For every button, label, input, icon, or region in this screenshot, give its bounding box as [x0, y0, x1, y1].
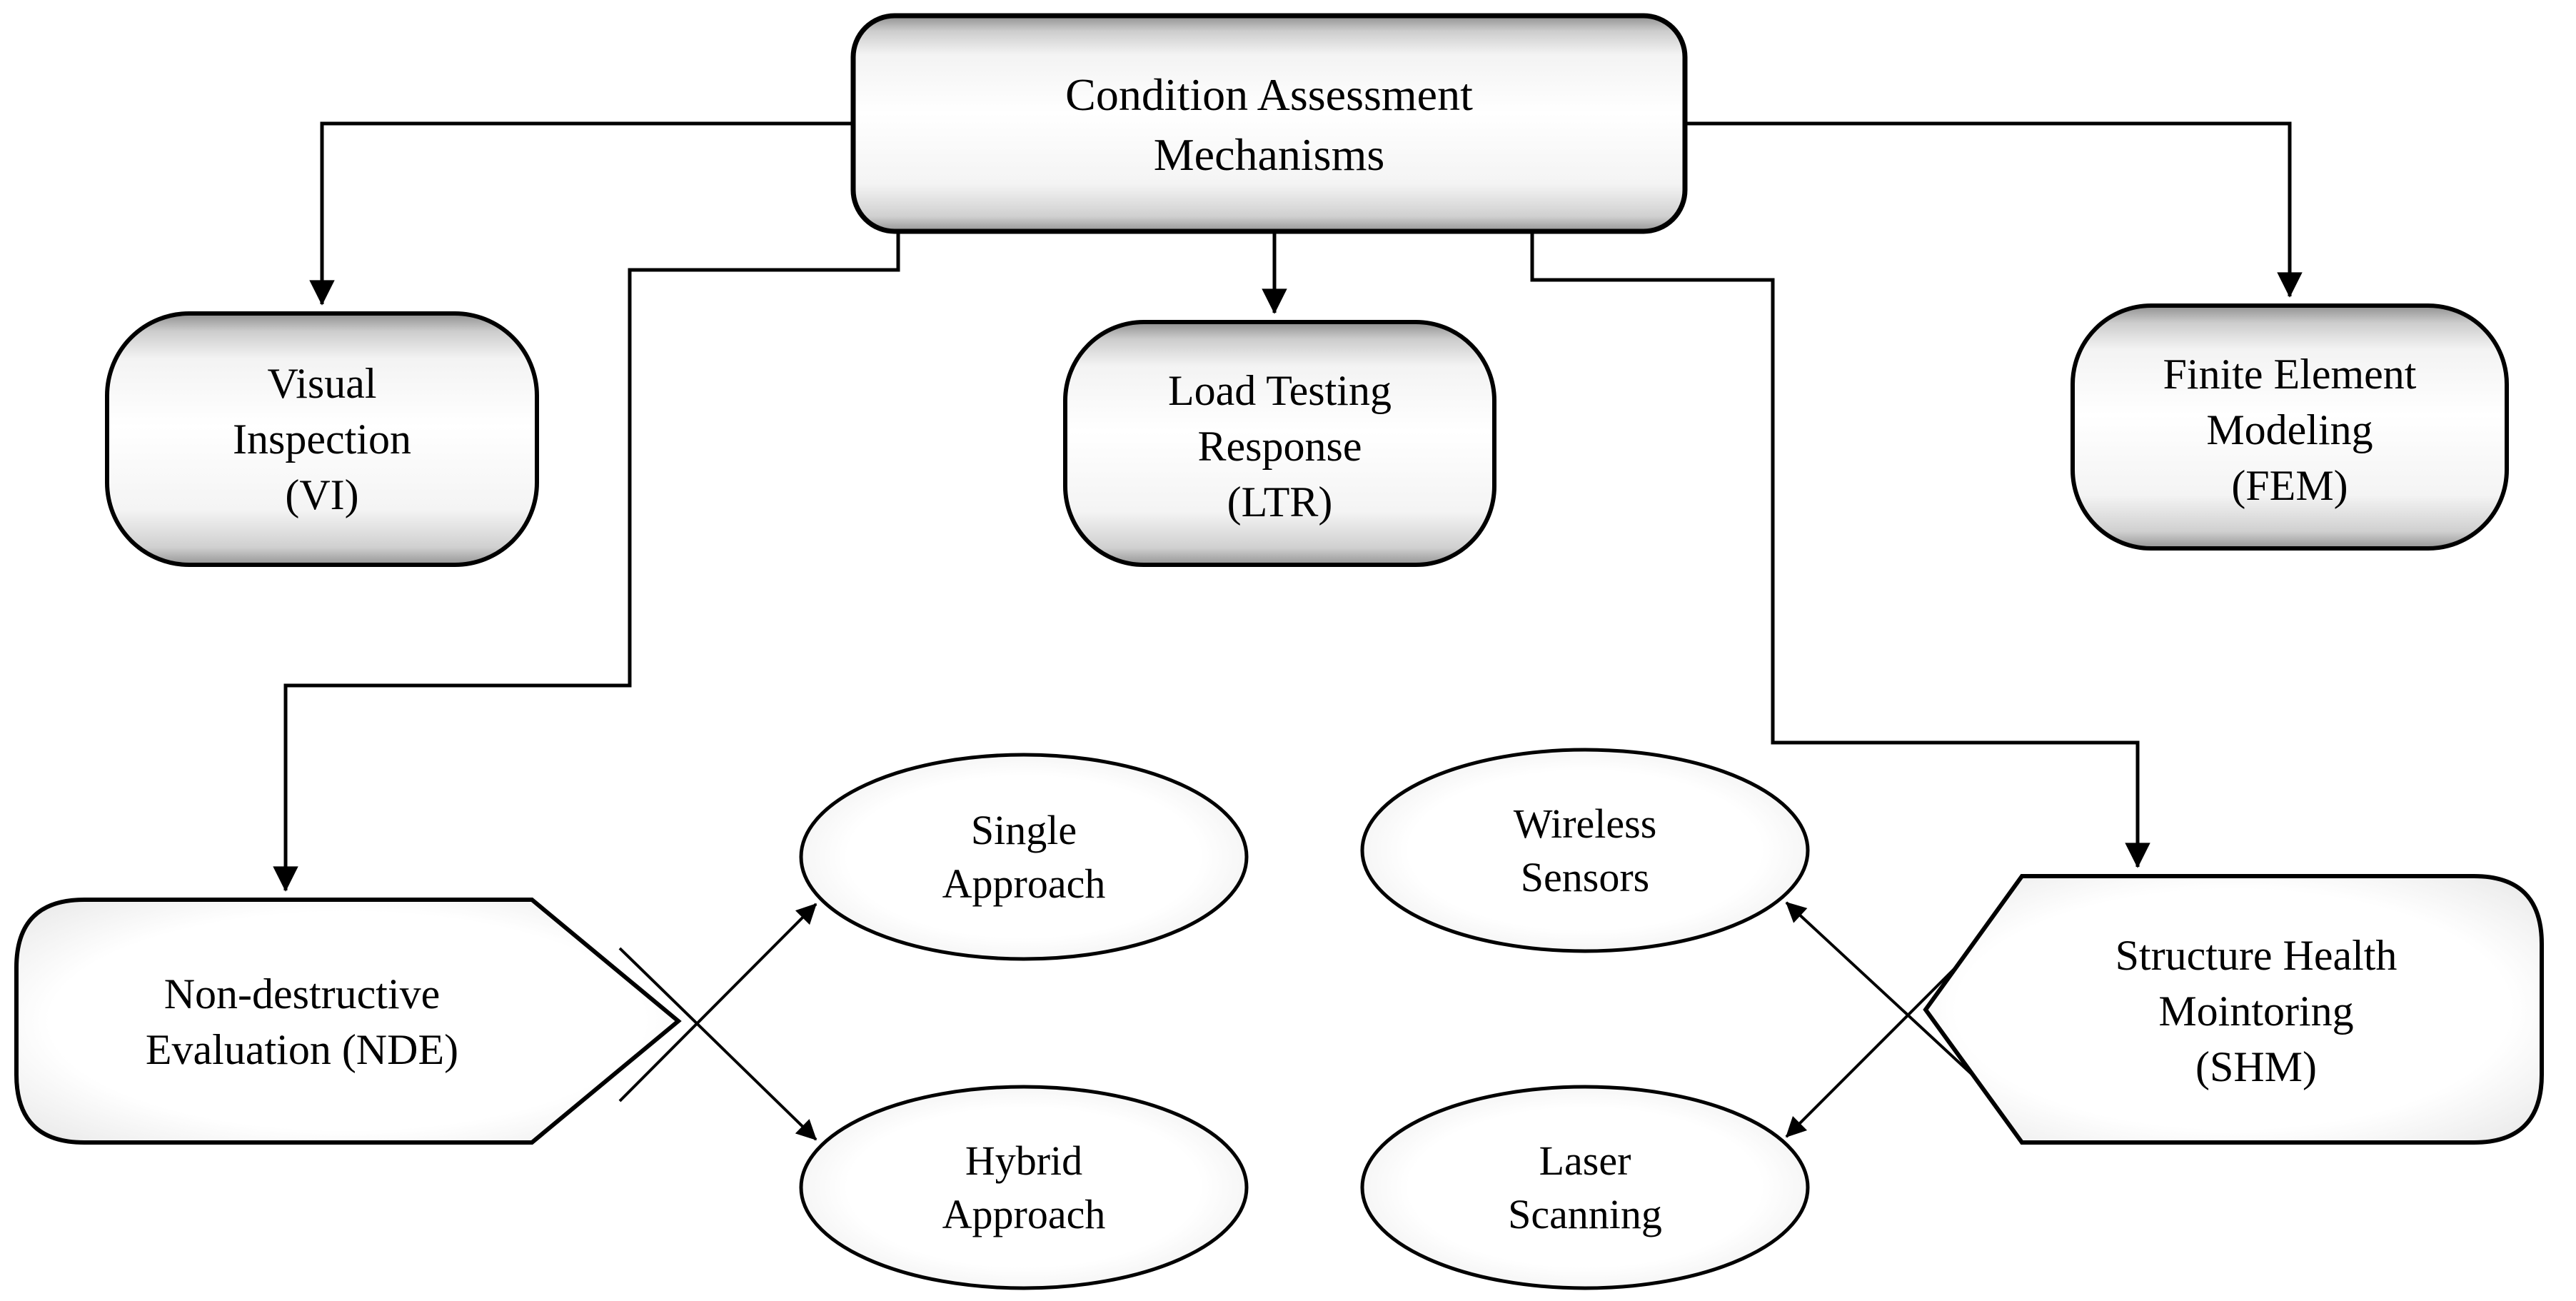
edge-nde-single — [618, 903, 817, 1102]
edge-root-nde — [273, 231, 900, 892]
edge-root-fem — [1685, 121, 2303, 298]
node-shm-pentagon — [1923, 874, 2544, 1145]
edge-shm-laser — [1785, 943, 1981, 1138]
node-ltr-box — [1063, 320, 1496, 567]
node-laser-ellipse — [1360, 1085, 1810, 1290]
node-hybrid-ellipse — [799, 1085, 1249, 1290]
node-vi-box — [105, 311, 539, 567]
node-root-box — [850, 13, 1688, 234]
edge-root-shm — [1530, 231, 2150, 868]
node-nde-pentagon — [14, 898, 682, 1145]
node-fem-box — [2071, 303, 2509, 551]
edge-nde-hybrid — [618, 947, 817, 1141]
node-single-ellipse — [799, 753, 1249, 961]
edge-root-vi — [309, 121, 853, 306]
edge-shm-wireless — [1785, 901, 1981, 1083]
node-wireless-ellipse — [1360, 748, 1810, 953]
